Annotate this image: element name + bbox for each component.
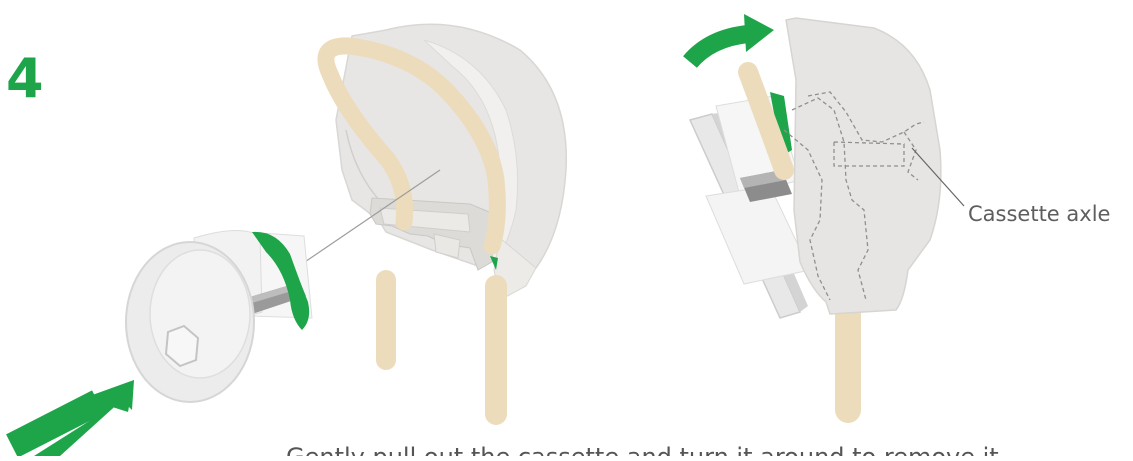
insert-arrow-icon — [12, 380, 134, 456]
right-assembly — [690, 14, 964, 410]
callout-label: Cassette axle — [968, 204, 1110, 225]
housing-right — [784, 18, 941, 314]
housing-left — [336, 24, 566, 300]
step-number: 4 — [6, 52, 44, 106]
rotate-arrow-icon — [690, 14, 774, 62]
cassette-right — [690, 92, 810, 318]
cassette-left — [126, 230, 312, 402]
left-assembly — [12, 24, 566, 456]
caption-text: Gently pull out the cassette and turn it… — [286, 440, 1126, 456]
